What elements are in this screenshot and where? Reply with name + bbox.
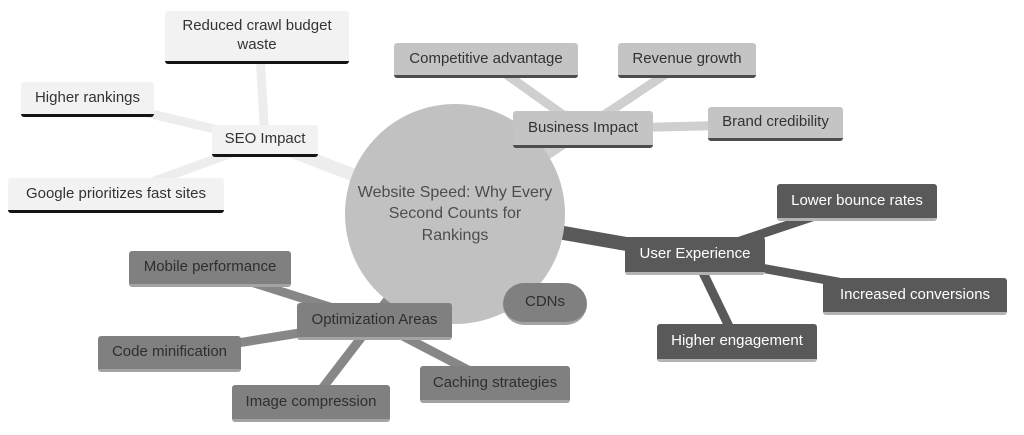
child-node-competitive-advantage: Competitive advantage <box>394 43 578 78</box>
child-node-revenue-growth: Revenue growth <box>618 43 756 78</box>
child-node-brand-credibility: Brand credibility <box>708 107 843 141</box>
branch-node-business-impact: Business Impact <box>513 111 653 148</box>
child-node-code-minification: Code minification <box>98 336 241 372</box>
child-node-reduced-crawl-budget-waste: Reduced crawl budget waste <box>165 11 349 64</box>
child-node-image-compression: Image compression <box>232 385 390 422</box>
root-node-label: Website Speed: Why Every Second Counts f… <box>357 183 553 244</box>
child-node-caching-strategies: Caching strategies <box>420 366 570 403</box>
child-node-higher-engagement: Higher engagement <box>657 324 817 362</box>
branch-node-seo-impact: SEO Impact <box>212 125 318 157</box>
branch-node-optimization-areas: Optimization Areas <box>297 303 452 340</box>
child-node-google-prioritizes-fast-sites: Google prioritizes fast sites <box>8 178 224 213</box>
child-node-mobile-performance: Mobile performance <box>129 251 291 287</box>
branch-node-user-experience: User Experience <box>625 237 765 275</box>
child-node-cdns: CDNs <box>503 283 587 325</box>
child-node-increased-conversions: Increased conversions <box>823 278 1007 315</box>
child-node-higher-rankings: Higher rankings <box>21 82 154 117</box>
child-node-lower-bounce-rates: Lower bounce rates <box>777 184 937 221</box>
